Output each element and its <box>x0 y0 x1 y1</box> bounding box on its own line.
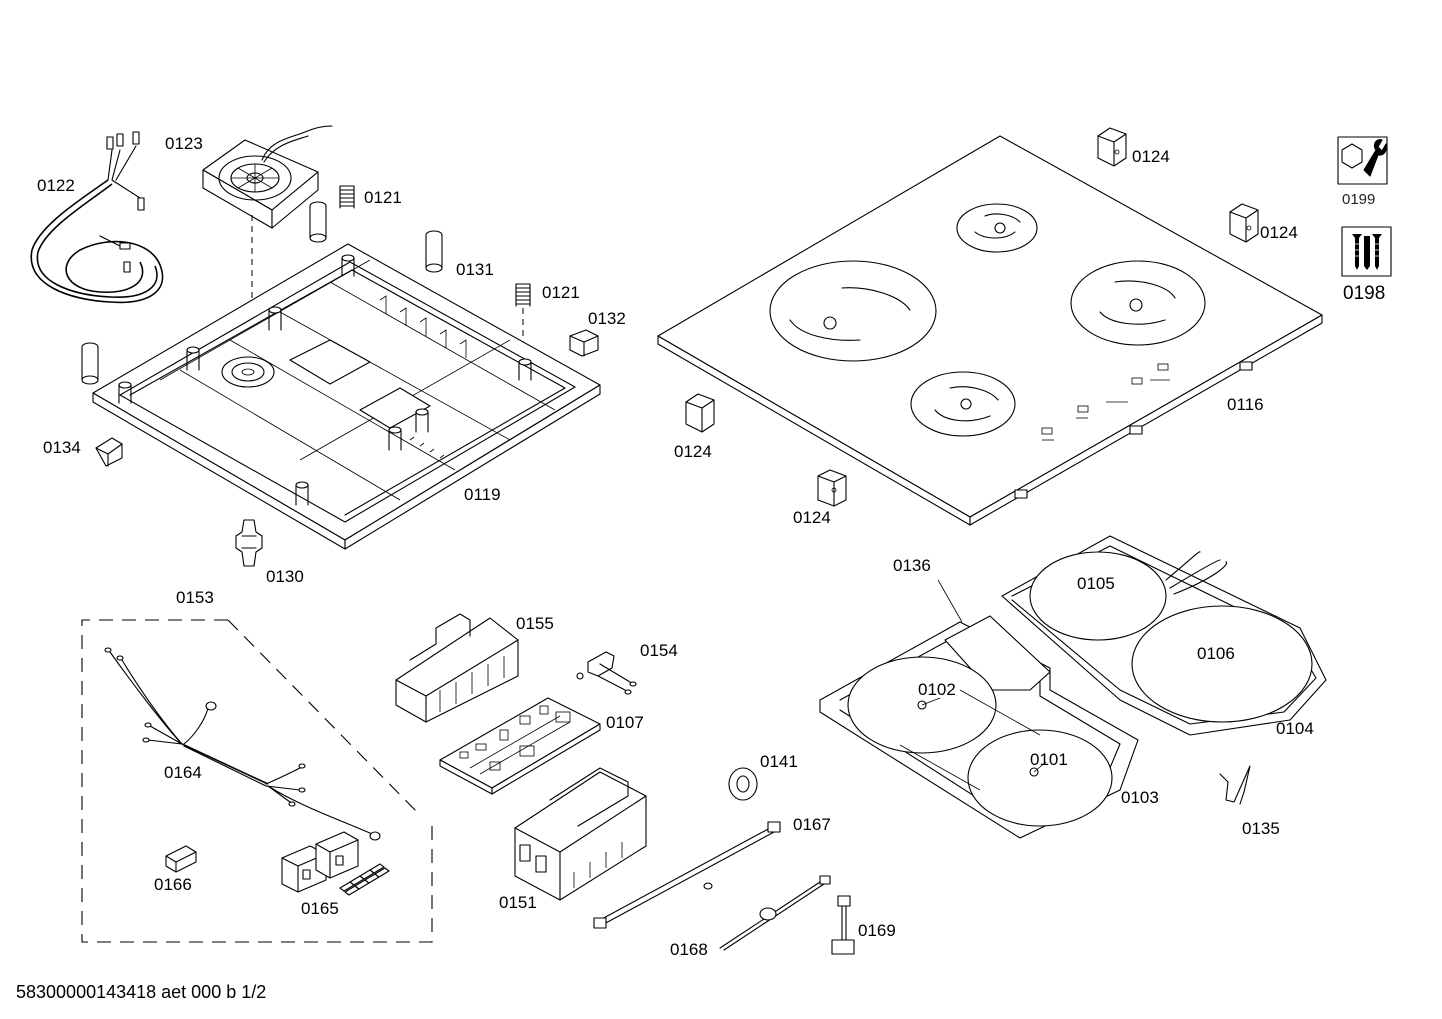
label-0164: 0164 <box>164 763 202 782</box>
label-0105: 0105 <box>1077 574 1115 593</box>
label-0107: 0107 <box>606 713 644 732</box>
foot-0131 <box>81 201 443 385</box>
coil-carrier-0104 <box>1001 535 1327 736</box>
label-0124d: 0124 <box>793 508 831 527</box>
touch-controls <box>1041 363 1170 441</box>
clip-0135 <box>1219 765 1251 805</box>
label-0169: 0169 <box>858 921 896 940</box>
circuit-board-0107 <box>439 697 601 795</box>
label-0153: 0153 <box>176 588 214 607</box>
label-0134: 0134 <box>43 438 81 457</box>
cable-0168 <box>719 875 831 951</box>
label-0132: 0132 <box>588 309 626 328</box>
leader-lines <box>921 579 1047 773</box>
label-0135: 0135 <box>1242 819 1280 838</box>
bracket-0124d <box>817 469 847 507</box>
label-0104: 0104 <box>1276 719 1314 738</box>
wiring-harness-0164 <box>104 647 381 841</box>
spring-0121a <box>339 185 355 209</box>
sensor-0154 <box>576 651 637 695</box>
coil-carrier-0103 <box>819 615 1139 839</box>
part-labels: 0122 0123 0121 0131 0121 0132 0134 0119 … <box>37 134 1385 959</box>
foot-0130 <box>235 519 263 567</box>
label-0122: 0122 <box>37 176 75 195</box>
bracket-0124c <box>685 393 715 433</box>
connector-0166 <box>165 845 197 873</box>
tray-posts <box>118 254 532 506</box>
bracket-0134 <box>95 437 123 467</box>
label-0130: 0130 <box>266 567 304 586</box>
document-reference: 58300000143418 aet 000 b 1/2 <box>16 982 266 1002</box>
label-0155: 0155 <box>516 614 554 633</box>
power-module-0151 <box>514 767 647 901</box>
bracket-0124a <box>1097 127 1127 167</box>
ferrite-ring-0141 <box>728 767 758 801</box>
label-0168: 0168 <box>670 940 708 959</box>
label-0102: 0102 <box>918 680 956 699</box>
label-0166: 0166 <box>154 875 192 894</box>
label-0198: 0198 <box>1343 283 1385 304</box>
label-0124b: 0124 <box>1260 223 1298 242</box>
bottom-housing-0119 <box>92 243 601 550</box>
terminal-block-0165 <box>281 831 390 896</box>
label-0123: 0123 <box>165 134 203 153</box>
screws-icon-0198 <box>1341 226 1392 277</box>
spring-0121b <box>515 283 531 360</box>
label-0121b: 0121 <box>542 283 580 302</box>
label-0167: 0167 <box>793 815 831 834</box>
label-0154: 0154 <box>640 641 678 660</box>
wrench-icon-0199 <box>1337 136 1388 185</box>
clip-0132 <box>569 329 599 357</box>
kit-outline-0153 <box>81 619 433 943</box>
label-0119: 0119 <box>464 485 501 504</box>
bracket-0124b <box>1229 203 1259 243</box>
label-0141: 0141 <box>760 752 798 771</box>
housing-0155 <box>395 613 519 723</box>
connector-0169 <box>831 895 855 955</box>
label-0151: 0151 <box>499 893 537 912</box>
label-0103: 0103 <box>1121 788 1159 807</box>
glass-top-0116 <box>657 135 1323 526</box>
label-0101: 0101 <box>1030 750 1068 769</box>
label-0165: 0165 <box>301 899 339 918</box>
cable-0167 <box>593 821 781 929</box>
label-0131: 0131 <box>456 260 494 279</box>
label-0124c: 0124 <box>674 442 712 461</box>
label-0121a: 0121 <box>364 188 402 207</box>
label-0124a: 0124 <box>1132 147 1170 166</box>
power-cable-0122 <box>30 131 164 304</box>
label-0199: 0199 <box>1342 191 1375 208</box>
label-0136: 0136 <box>893 556 931 575</box>
label-0106: 0106 <box>1197 644 1235 663</box>
fan-0123 <box>202 125 333 300</box>
label-0116: 0116 <box>1227 395 1264 414</box>
